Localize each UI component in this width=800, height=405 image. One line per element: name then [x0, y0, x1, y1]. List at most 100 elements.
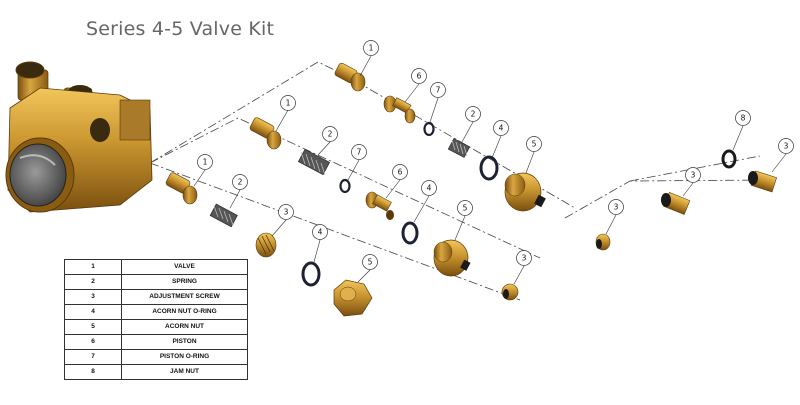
callout-number: 8 — [741, 114, 746, 123]
callout-circle — [430, 82, 446, 98]
callout-circle — [735, 110, 751, 126]
callout-number: 3 — [784, 142, 789, 151]
legend-description: PISTON — [121, 334, 248, 350]
callout-number: 4 — [499, 124, 504, 133]
spring-lower — [209, 203, 238, 228]
acorn-oring-lower — [301, 261, 321, 287]
callout-number: 4 — [427, 184, 432, 193]
legend-description: ACORN NUT — [121, 319, 248, 335]
legend-number: 2 — [64, 274, 122, 290]
callout-circle — [392, 164, 408, 180]
leader-lines — [193, 55, 787, 285]
callout-14: 2 — [232, 174, 248, 190]
callout-circle — [516, 250, 532, 266]
callout-12: 5 — [457, 200, 473, 216]
pump-body — [5, 61, 153, 213]
acorn-nut-middle — [433, 239, 471, 277]
legend-description: JAM NUT — [121, 364, 248, 380]
callout-number: 7 — [357, 148, 362, 157]
callout-circle — [362, 254, 378, 270]
valve-top — [334, 62, 366, 92]
callout-circle — [278, 204, 294, 220]
piston-oring-top — [423, 121, 435, 137]
jam-nut — [721, 149, 737, 169]
callout-circle — [778, 138, 794, 154]
callout-circle — [421, 180, 437, 196]
callout-number: 3 — [614, 203, 619, 212]
callout-3: 7 — [430, 82, 446, 98]
legend-number: 1 — [64, 259, 122, 275]
legend-number: 7 — [64, 349, 122, 365]
callout-number: 3 — [284, 208, 289, 217]
callout-circle — [411, 68, 427, 84]
callout-circle — [232, 174, 248, 190]
acorn-oring-middle — [401, 221, 419, 245]
callout-8: 2 — [322, 126, 338, 142]
legend-number: 4 — [64, 304, 122, 320]
callout-number: 1 — [369, 44, 374, 53]
piston-oring-middle — [339, 178, 351, 194]
callout-20: 3 — [685, 167, 701, 183]
legend-number: 6 — [64, 334, 122, 350]
legend-description: SPRING — [121, 274, 248, 290]
callout-22: 3 — [778, 138, 794, 154]
callout-circle — [526, 136, 542, 152]
legend-description: PISTON O-RING — [121, 349, 248, 365]
callout-number: 7 — [436, 86, 441, 95]
adjustment-screw-d — [748, 170, 778, 193]
callout-number: 1 — [286, 99, 291, 108]
callout-15: 3 — [278, 204, 294, 220]
callout-number: 2 — [238, 178, 243, 187]
callout-number: 3 — [691, 171, 696, 180]
legend-number: 5 — [64, 319, 122, 335]
acorn-oring-top — [479, 155, 499, 181]
callout-circle — [608, 199, 624, 215]
callout-circle — [363, 40, 379, 56]
callout-circle — [465, 106, 481, 122]
callout-number: 5 — [463, 204, 468, 213]
callout-21: 8 — [735, 110, 751, 126]
callout-number: 3 — [522, 254, 527, 263]
callout-number: 6 — [398, 168, 403, 177]
callout-7: 1 — [280, 95, 296, 111]
callout-circle — [280, 95, 296, 111]
callout-number: 6 — [417, 72, 422, 81]
callout-number: 2 — [328, 130, 333, 139]
callout-2: 6 — [411, 68, 427, 84]
callout-balloons: 1 6 7 2 4 5 1 2 7 6 4 5 1 2 3 4 5 3 3 3 8 3 — [197, 40, 794, 270]
callout-6: 5 — [526, 136, 542, 152]
callout-circle — [493, 120, 509, 136]
callout-number: 1 — [203, 158, 208, 167]
acorn-nut-top — [504, 172, 546, 212]
spring-middle — [297, 148, 331, 176]
callout-circle — [685, 167, 701, 183]
callout-1: 1 — [363, 40, 379, 56]
callout-16: 4 — [312, 224, 328, 240]
callout-number: 4 — [318, 228, 323, 237]
callout-circle — [312, 224, 328, 240]
piston-middle — [365, 191, 394, 220]
adjustment-screw-c — [661, 191, 691, 215]
callout-4: 2 — [465, 106, 481, 122]
adjustment-screw-lower — [255, 232, 277, 258]
callout-number: 5 — [368, 258, 373, 267]
legend-description: ACORN NUT O-RING — [121, 304, 248, 320]
callout-number: 5 — [532, 140, 537, 149]
spring-top — [447, 138, 471, 158]
adjustment-screw-a — [501, 283, 519, 301]
callout-number: 2 — [471, 110, 476, 119]
callout-17: 5 — [362, 254, 378, 270]
valve-lower — [165, 172, 198, 205]
callout-19: 3 — [608, 199, 624, 215]
acorn-nut-lower — [333, 279, 373, 317]
callout-18: 3 — [516, 250, 532, 266]
callout-circle — [457, 200, 473, 216]
